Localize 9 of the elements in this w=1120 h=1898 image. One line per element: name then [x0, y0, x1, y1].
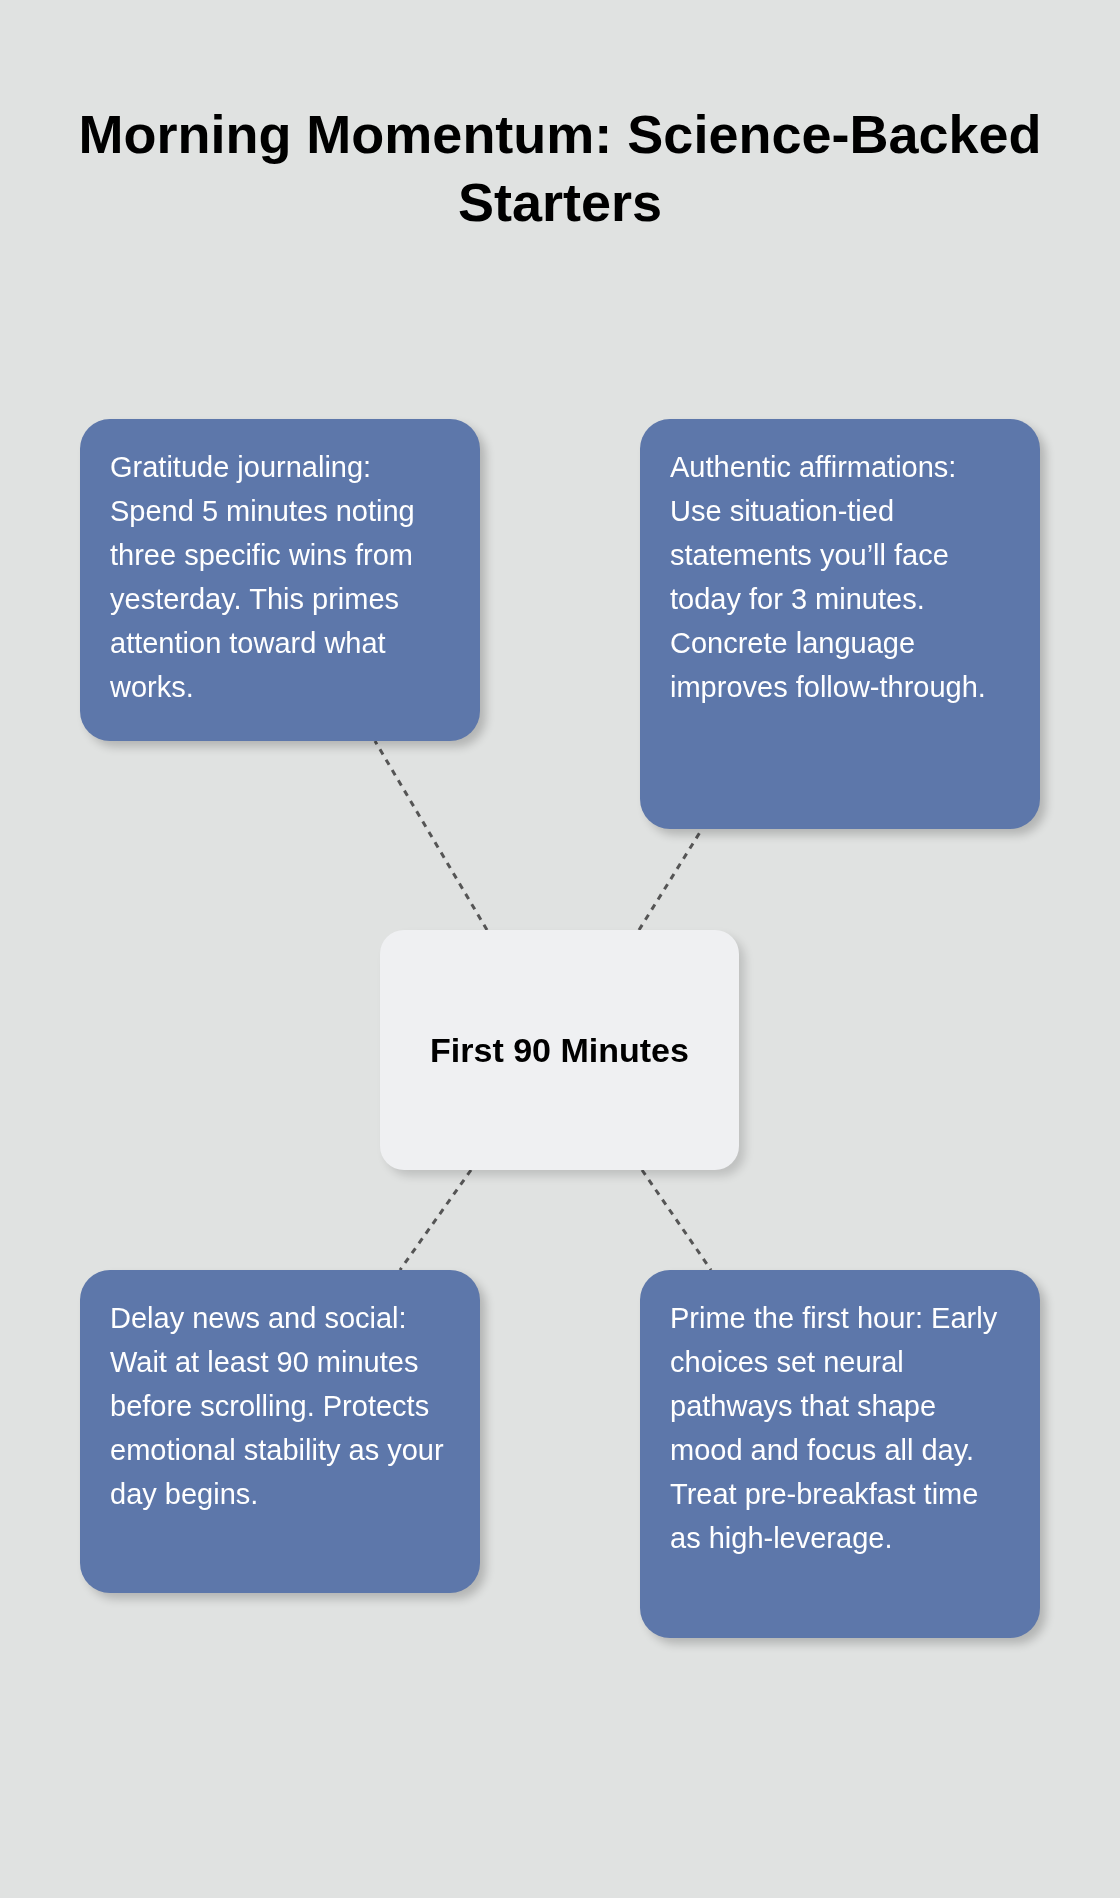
tip-box: Prime the first hour: Early choices set neural pathways that shape mood and focus all day. Treat pre-breakfast time as high-leverage. — [640, 1270, 1040, 1638]
dashed-connector — [640, 1169, 713, 1271]
dashed-connector — [398, 1169, 473, 1271]
center-box: First 90 Minutes — [380, 930, 739, 1170]
title: Morning Momentum: Science-Backed Starters — [77, 103, 1043, 234]
tip-box: Gratitude journaling: Spend 5 minutes noting three specific wins from yesterday. This primes attention toward what works. — [80, 419, 480, 741]
tip-box: Delay news and social: Wait at least 90 minutes before scrolling. Protects emotional stability as your day begins. — [80, 1270, 480, 1593]
dashed-connector — [373, 740, 489, 931]
tip-box: Authentic affirmations: Use situation-tied statements you’ll face today for 3 minutes. Concrete language improves follow-through. — [640, 419, 1040, 829]
